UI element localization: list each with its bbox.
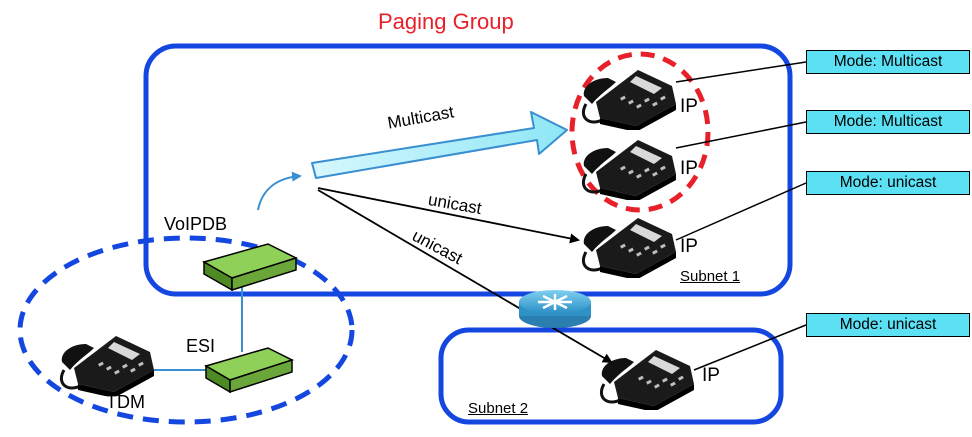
unicast-arrow-2 [317,189,613,364]
tdm-label: TDM [106,392,145,412]
ip-phone-4-icon [599,348,696,410]
local-system-ellipse [17,235,355,425]
ip-phone-3-icon [581,216,678,278]
ip-phone-1-icon [581,68,678,130]
esi-label: ESI [186,336,216,356]
ip-phone-2-icon [581,138,678,200]
mode-connectors [675,61,807,371]
ip-phone-3-label: IP [680,236,698,257]
ip-phone-1-label: IP [680,96,698,117]
multicast-arrow [311,111,568,179]
esi-icon [204,347,294,394]
mode-badge-phone-2: Mode: Multicast [806,110,970,134]
mode-badge-phone-4: Mode: unicast [806,313,970,337]
router-icon [519,290,591,328]
voipdb-uplink-arrow [257,171,302,211]
tdm-phone-icon [59,334,156,396]
subnet-1-label: Subnet 1 [680,268,741,285]
subnet-2-frame [438,327,784,425]
voipdb-icon [202,243,298,292]
subnet-1-frame [143,43,793,297]
page-title: Paging Group [378,9,514,34]
ip-phone-4-label: IP [702,365,720,386]
mode-badge-phone-1: Mode: Multicast [806,50,970,74]
unicast-arrow-1 [317,187,580,244]
mode-badge-phone-3: Mode: unicast [806,171,970,195]
subnet-2-label: Subnet 2 [468,400,529,417]
multicast-group-ring [569,51,711,213]
ip-phone-2-label: IP [680,158,698,179]
voipdb-label: VoIPDB [164,214,228,234]
